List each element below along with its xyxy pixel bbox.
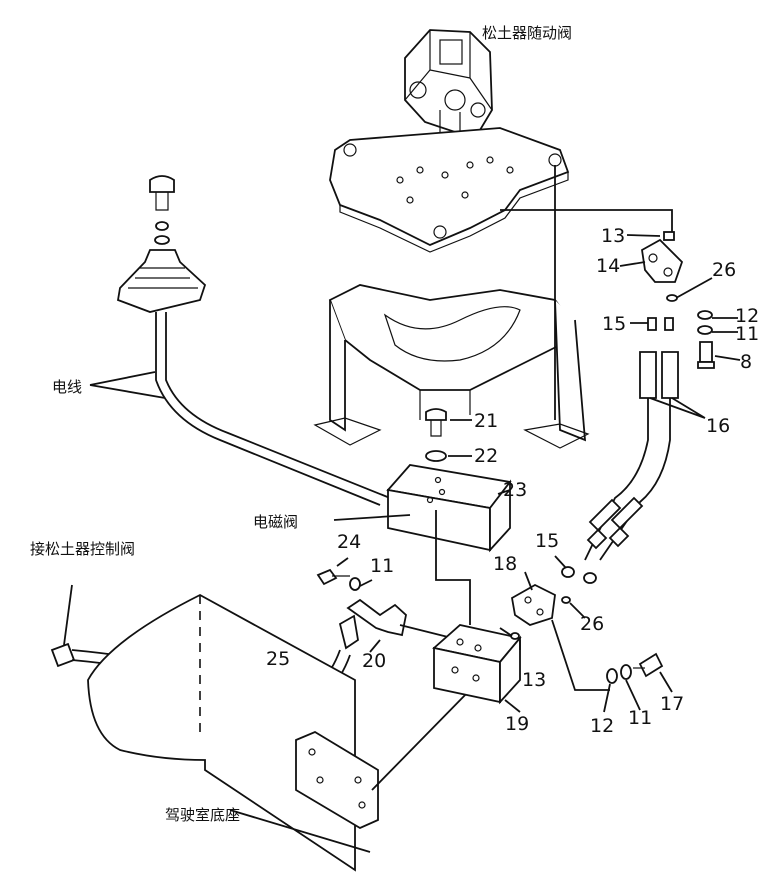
part-number-26: 26 [712,259,736,281]
part-number-13: 13 [522,669,546,691]
leader-line [649,397,706,419]
servo-valve-drawing [404,29,493,133]
leader-line [500,209,673,232]
leader-line [569,602,586,619]
leader-line [659,671,673,693]
solenoid-valve-label: 电磁阀 [253,513,298,531]
leader-line [336,557,349,567]
valve-block-14 [641,231,684,283]
part-number-12: 12 [590,715,614,737]
part-number-15: 15 [535,530,559,552]
leader-line [675,277,713,299]
part-number-12: 12 [735,305,759,327]
valve-block-19 [432,624,522,705]
leader-line [435,510,471,625]
hose [584,398,649,561]
hose [599,398,671,561]
part-number-22: 22 [474,445,498,467]
leader-line [524,571,533,591]
part-number-11: 11 [628,707,652,729]
part-number-15: 15 [602,313,626,335]
leader-line [359,579,373,587]
leader-line [714,355,741,361]
mounting-plate-drawing [329,127,570,253]
to-control-valve-label: 接松土器控制阀 [30,540,135,558]
leader-line [551,619,610,691]
solenoid-valve-drawing [386,464,512,553]
part-number-8: 8 [740,351,752,373]
leader-line [626,234,661,237]
frame-bracket-drawing [313,284,590,449]
wire-label: 电线 [52,378,82,396]
part-number-18: 18 [493,553,517,575]
part-number-21: 21 [474,410,498,432]
cab-base-label: 驾驶室底座 [165,806,240,824]
leader-line [625,679,641,711]
leader-line [499,627,521,650]
part-number-16: 16 [706,415,730,437]
part-number-24: 24 [337,531,361,553]
servo-valve-label: 松土器随动阀 [482,24,572,42]
leader-line [369,639,381,653]
leader-line [497,489,511,495]
leader-line [229,809,371,853]
leader-line [63,584,73,646]
leader-line [371,689,471,791]
leader-line [554,555,567,569]
part-number-23: 23 [503,479,527,501]
adapter-block-18 [511,583,556,626]
leader-line [619,261,646,267]
part-number-17: 17 [660,693,684,715]
part-number-19: 19 [505,713,529,735]
leader-line [603,683,611,713]
leader-line [504,699,521,713]
part-number-11: 11 [370,555,394,577]
wire [155,312,381,506]
leader-line [89,371,166,399]
joystick-drawing [116,175,207,313]
part-number-13: 13 [601,225,625,247]
wire [165,312,391,499]
leader-line [333,514,411,521]
part-number-25: 25 [266,648,290,670]
cab-base-drawing [87,593,356,872]
part-number-11: 11 [735,323,759,345]
part-number-14: 14 [596,255,620,277]
part-number-20: 20 [362,650,386,672]
part-number-26: 26 [580,613,604,635]
